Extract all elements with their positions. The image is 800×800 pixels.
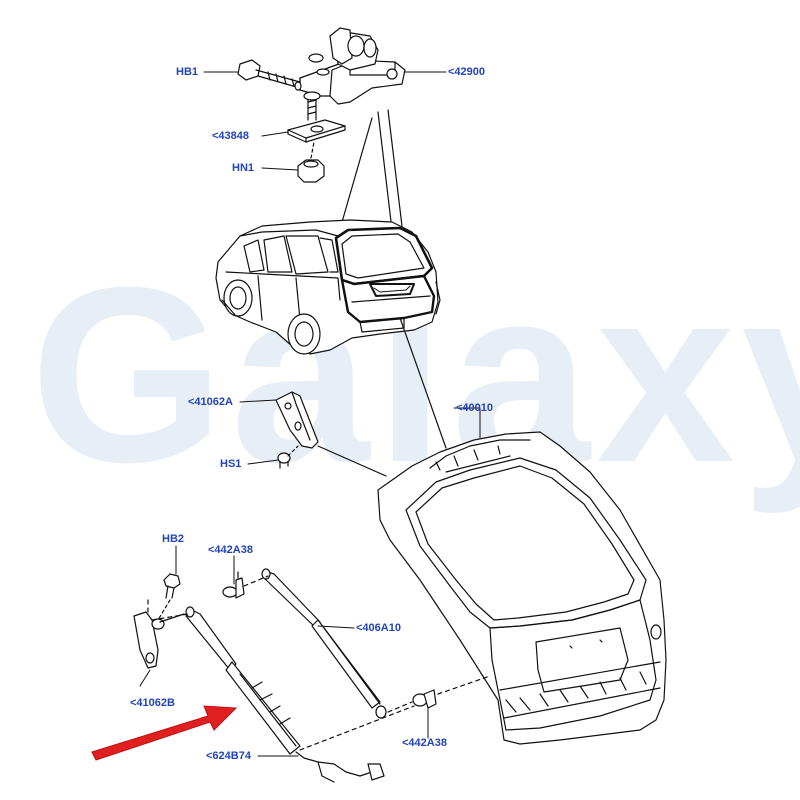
- label-hb2: HB2: [162, 533, 185, 545]
- power-strut-624b74: [185, 606, 385, 783]
- label-hb1: HB1: [176, 66, 199, 78]
- label-42900: <42900: [448, 66, 486, 78]
- label-43848: <43848: [212, 130, 250, 142]
- label-41062a: <41062A: [188, 396, 233, 408]
- gas-strut-406a10: [261, 568, 387, 719]
- bolt-hb1: [237, 59, 302, 91]
- label-41062b: <41062B: [130, 697, 175, 709]
- plate-43848: [287, 119, 346, 143]
- nut-hn1: [297, 159, 325, 183]
- label-hn1: HN1: [232, 162, 255, 174]
- bracket-41062b: [133, 611, 185, 669]
- screw-hs1: [277, 452, 291, 469]
- ball-stud-442a38-top: [222, 571, 245, 599]
- label-442a38-top: <442A38: [208, 544, 253, 556]
- bolt-hb2: [163, 573, 181, 599]
- label-442a38-bottom: <442A38: [402, 737, 447, 749]
- pointer-arrow: [91, 705, 238, 761]
- label-40010: <40010: [456, 402, 494, 414]
- tailgate-part: [377, 431, 667, 745]
- label-hs1: HS1: [220, 458, 242, 470]
- screw-vertical: [303, 91, 321, 121]
- label-624b74: <624B74: [206, 750, 251, 762]
- ball-stud-442a38-bottom: [412, 689, 437, 709]
- vehicle-illustration: [215, 219, 441, 355]
- bracket-41062a: [275, 391, 319, 449]
- label-406a10: <406A10: [356, 622, 401, 634]
